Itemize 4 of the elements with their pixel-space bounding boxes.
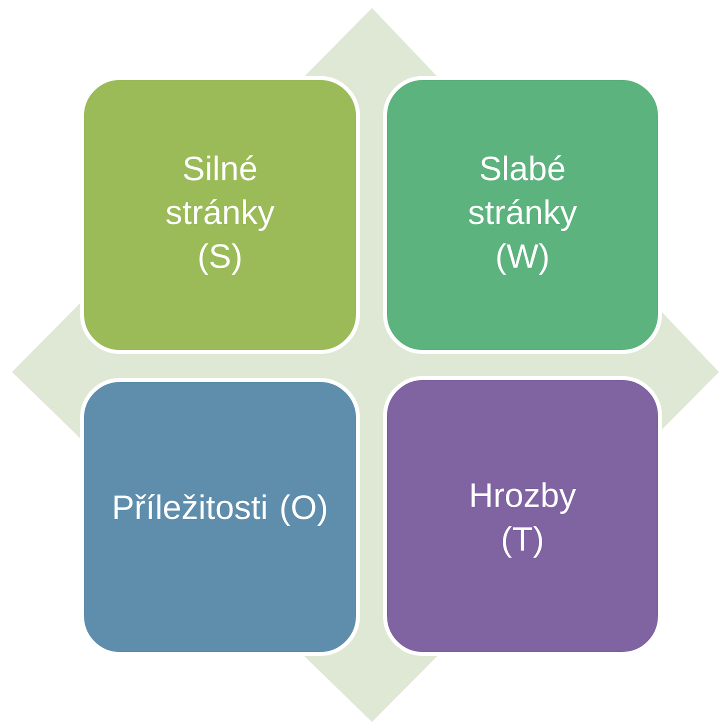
swot-box: Silné stránky (S) xyxy=(80,76,360,354)
swot-box: Hrozby (T) xyxy=(383,376,662,656)
swot-box: Příležitosti (O) xyxy=(80,378,360,656)
swot-box: Slabé stránky (W) xyxy=(383,76,662,354)
